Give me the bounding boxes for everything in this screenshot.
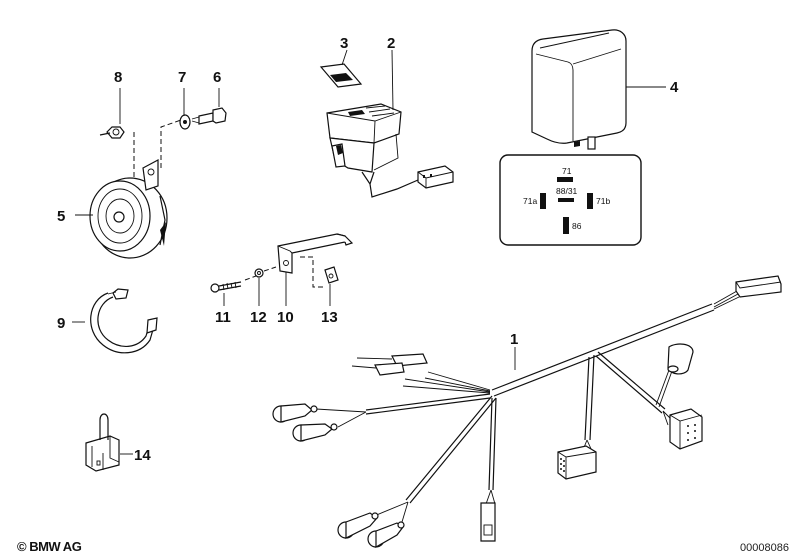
pin-label-71a: 71a <box>523 196 537 206</box>
multi-pin-connector <box>669 408 703 450</box>
hex-bolt-part[interactable] <box>191 107 227 125</box>
washer-part-7[interactable] <box>179 114 191 130</box>
multi-pin-connector <box>557 445 597 480</box>
pin-label-88-31: 88/31 <box>556 186 578 196</box>
callout-13: 13 <box>321 309 338 326</box>
round-connector <box>272 403 318 423</box>
callout-labels: 1 2 3 4 5 6 7 8 9 10 11 12 13 14 <box>57 35 679 464</box>
switch-unit-part[interactable] <box>326 103 454 198</box>
copyright-label: © BMW AG <box>17 539 82 554</box>
callout-1: 1 <box>510 331 518 348</box>
pin-label-71: 71 <box>562 166 572 176</box>
relay-part[interactable] <box>531 29 627 150</box>
hex-nut-part[interactable] <box>99 126 125 139</box>
bracket-part[interactable] <box>277 233 354 274</box>
round-connector <box>337 512 379 539</box>
callout-4: 4 <box>670 79 679 96</box>
callout-12: 12 <box>250 309 267 326</box>
callout-9: 9 <box>57 315 65 332</box>
wiring-harness-part[interactable] <box>272 275 782 549</box>
plug-housing-part[interactable] <box>85 413 120 472</box>
pin-label-71b: 71b <box>596 196 610 206</box>
image-number: 00008086 <box>740 542 789 554</box>
callout-7: 7 <box>178 69 186 86</box>
callout-11: 11 <box>215 309 231 326</box>
washer-part-12[interactable] <box>254 266 277 278</box>
callout-2: 2 <box>387 35 395 52</box>
callout-5: 5 <box>57 208 65 225</box>
cable-strap-part[interactable] <box>90 288 158 354</box>
pin-label-86: 86 <box>572 221 582 231</box>
cover-plate-part[interactable] <box>319 63 363 88</box>
relay-pin-diagram: 71 88/31 71a 71b 86 <box>499 154 642 246</box>
screw-part[interactable] <box>210 275 257 293</box>
callout-3: 3 <box>340 35 348 52</box>
round-connector <box>367 521 405 549</box>
horn-part[interactable] <box>89 119 182 259</box>
callout-6: 6 <box>213 69 221 86</box>
leader-lines <box>72 49 666 455</box>
callout-10: 10 <box>277 309 294 326</box>
round-connector <box>292 423 338 442</box>
callout-8: 8 <box>114 69 122 86</box>
callout-14: 14 <box>134 447 151 464</box>
clip-nut-part[interactable] <box>300 256 339 288</box>
